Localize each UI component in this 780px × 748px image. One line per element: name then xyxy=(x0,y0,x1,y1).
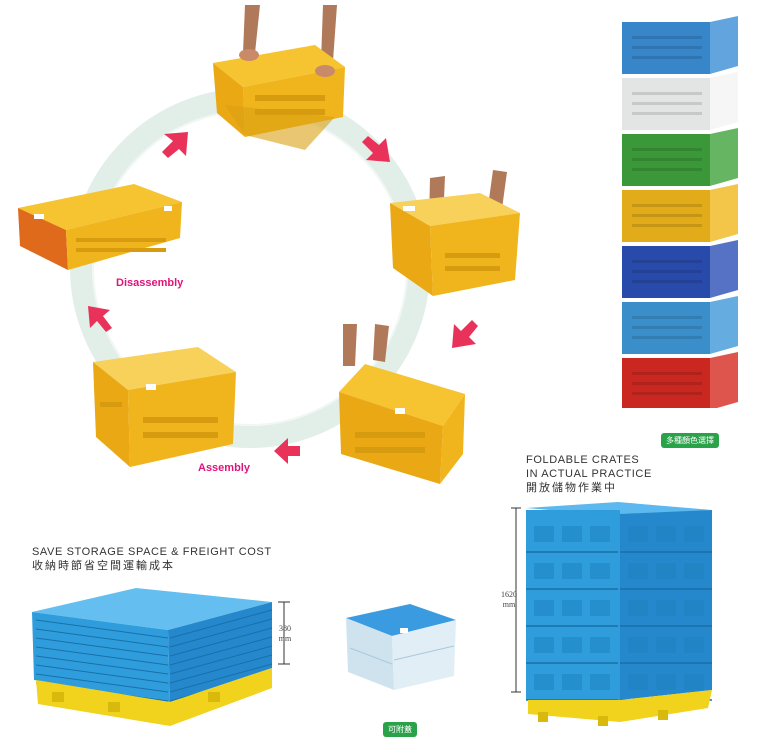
assembly-label: Assembly xyxy=(198,462,250,474)
stack-crate xyxy=(622,128,738,186)
cycle-arrow-down-right xyxy=(362,136,390,162)
crate-folded-flat xyxy=(18,184,182,270)
color-choice-badge: 多種顏色選擇 xyxy=(661,433,719,448)
lid-badge: 可附蓋 xyxy=(383,722,417,737)
cycle-arrow-left xyxy=(274,438,300,464)
crate-unfolding-top xyxy=(213,5,345,150)
stack-crate xyxy=(622,352,738,410)
crate-with-lid xyxy=(346,604,456,690)
folded-height-unit: mm xyxy=(278,634,292,643)
folded-height-value: 380 xyxy=(279,624,291,633)
folded-height-label: 380 mm xyxy=(274,624,296,644)
actual-practice-cn: 開放儲物作業中 xyxy=(526,482,617,494)
tall-height-unit: mm xyxy=(502,600,516,609)
cycle-arrow-up-right xyxy=(162,132,188,158)
crate-open-right xyxy=(390,170,520,296)
storage-title-cn: 收納時節省空間運輸成本 xyxy=(32,560,175,572)
stack-crate xyxy=(622,240,738,298)
storage-title-en: SAVE STORAGE SPACE & FREIGHT COST xyxy=(32,546,272,558)
tall-height-label: 1620 mm xyxy=(496,590,522,610)
stack-crate xyxy=(622,16,738,74)
actual-practice-line2: IN ACTUAL PRACTICE xyxy=(526,468,652,480)
storage-heading: SAVE STORAGE SPACE & FREIGHT COST 收納時節省空… xyxy=(32,545,272,573)
disassembly-label: Disassembly xyxy=(116,277,184,289)
tall-pallet-stack xyxy=(511,502,712,726)
actual-practice-line1: FOLDABLE CRATES xyxy=(526,454,640,466)
tall-height-value: 1620 xyxy=(501,590,517,599)
crate-folding-sides xyxy=(339,324,465,484)
folded-pallet-stack xyxy=(32,588,290,726)
stack-crate xyxy=(622,296,738,354)
cycle-arrow-down-left xyxy=(452,320,478,348)
stack-crate xyxy=(622,72,738,130)
actual-practice-heading: FOLDABLE CRATES IN ACTUAL PRACTICE 開放儲物作… xyxy=(526,453,652,495)
stack-crate xyxy=(622,184,738,242)
color-stack xyxy=(622,16,740,410)
crate-assembled xyxy=(93,347,236,467)
color-stack-crates xyxy=(622,16,738,410)
cycle-arrow-up-left xyxy=(88,306,112,332)
